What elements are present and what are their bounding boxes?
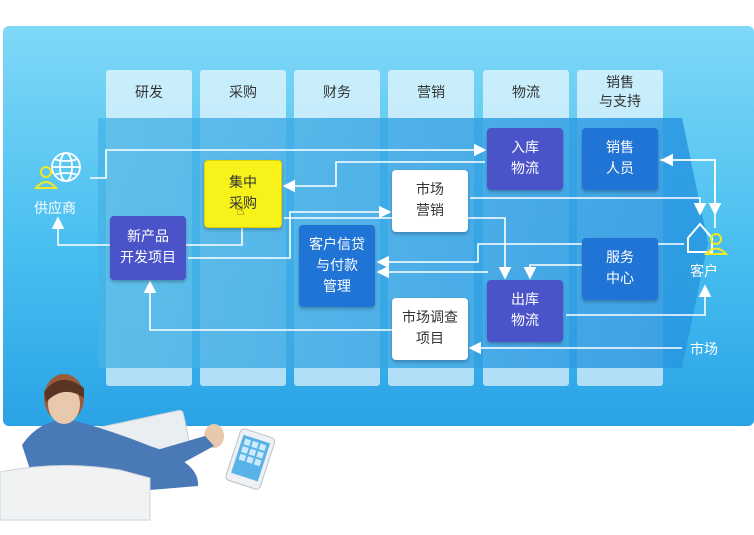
arrow-purchase-outbound	[284, 217, 512, 280]
node-new-product[interactable]: 新产品 开发项目	[110, 216, 186, 280]
node-service-label: 服务 中心	[606, 250, 634, 287]
arrow-outbound-customer	[566, 284, 712, 316]
column-header-purchase: 采购	[229, 84, 257, 101]
arrow-product-marketing	[188, 205, 392, 259]
node-sales[interactable]: 销售 人员	[582, 128, 658, 190]
arrow-supplier-inbound	[90, 143, 487, 179]
node-central-purchase[interactable]: 集中 采购	[204, 160, 282, 228]
node-service[interactable]: 服务 中心	[582, 238, 658, 300]
label-supplier: 供应商	[34, 201, 76, 217]
column-header-rd: 研发	[135, 84, 163, 101]
arrow-research-product	[143, 280, 392, 331]
arrow-service-outbound	[523, 264, 582, 280]
node-marketing-label: 市场 营销	[416, 182, 444, 219]
tablet-icon	[225, 428, 276, 490]
node-sales-label: 销售 人员	[606, 140, 634, 177]
person-icon	[33, 166, 59, 189]
band-arrow-tip	[682, 118, 708, 368]
column-header-marketing: 营销	[417, 84, 445, 101]
node-outbound[interactable]: 出库 物流	[487, 280, 563, 342]
node-marketing[interactable]: 市场 营销	[392, 170, 468, 232]
node-new-product-label: 新产品 开发项目	[120, 229, 176, 266]
person-illustration	[0, 374, 224, 521]
node-research[interactable]: 市场调查 项目	[392, 298, 468, 360]
label-market: 市场	[690, 342, 718, 358]
node-inbound-label: 入库 物流	[511, 140, 539, 177]
arrow-customer-sales	[660, 153, 716, 228]
globe-icon	[51, 152, 81, 182]
arrow-customer-credit	[376, 243, 684, 269]
label-customer: 客户	[690, 264, 718, 280]
node-inbound[interactable]: 入库 物流	[487, 128, 563, 190]
house-icon	[687, 222, 713, 253]
arrow-inbound-purchase	[282, 161, 485, 193]
column-header-sales-support: 销售 与支持	[599, 75, 641, 110]
cursor-hand-icon: ☝	[236, 203, 245, 219]
column-header-logistics: 物流	[512, 84, 540, 101]
node-central-purchase-label: 集中 采购	[229, 175, 257, 212]
customer-person-icon	[703, 233, 729, 255]
arrow-marketing-customer	[470, 197, 707, 216]
node-credit-label: 客户信贷 与付款 管理	[309, 236, 365, 295]
node-credit[interactable]: 客户信贷 与付款 管理	[299, 225, 375, 307]
node-outbound-label: 出库 物流	[511, 292, 539, 329]
column-header-finance: 财务	[323, 84, 351, 101]
node-research-label: 市场调查 项目	[402, 310, 458, 347]
